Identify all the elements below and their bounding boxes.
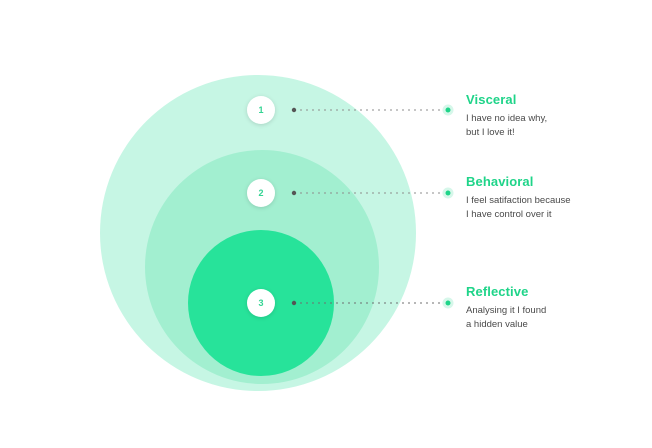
level-1-title: Visceral — [466, 92, 517, 107]
level-3-number: 3 — [258, 298, 263, 308]
level-2-number: 2 — [258, 188, 263, 198]
level-1-line-1: I have no idea why, — [466, 113, 548, 124]
connector-3 — [291, 297, 454, 309]
level-3-line-1: Analysing it I found — [466, 305, 547, 316]
level-3-badge: 3 — [247, 289, 275, 317]
level-2-text: Behavioral I feel satifaction because I … — [466, 174, 571, 222]
level-3-text: Reflective Analysing it I found a hidden… — [466, 284, 546, 332]
level-2-title: Behavioral — [466, 174, 534, 189]
level-2-line-1: I feel satifaction because — [466, 195, 571, 206]
level-1-number: 1 — [258, 105, 263, 115]
level-1-text: Visceral I have no idea why, but I love … — [466, 92, 547, 140]
level-3-title: Reflective — [466, 284, 529, 299]
connector-2 — [291, 187, 454, 199]
level-1-badge: 1 — [247, 96, 275, 124]
level-2-badge: 2 — [247, 179, 275, 207]
level-3-line-2: a hidden value — [466, 319, 528, 330]
level-2-line-2: I have control over it — [466, 209, 552, 220]
level-1-line-2: but I love it! — [466, 127, 515, 138]
connector-1 — [291, 104, 454, 116]
